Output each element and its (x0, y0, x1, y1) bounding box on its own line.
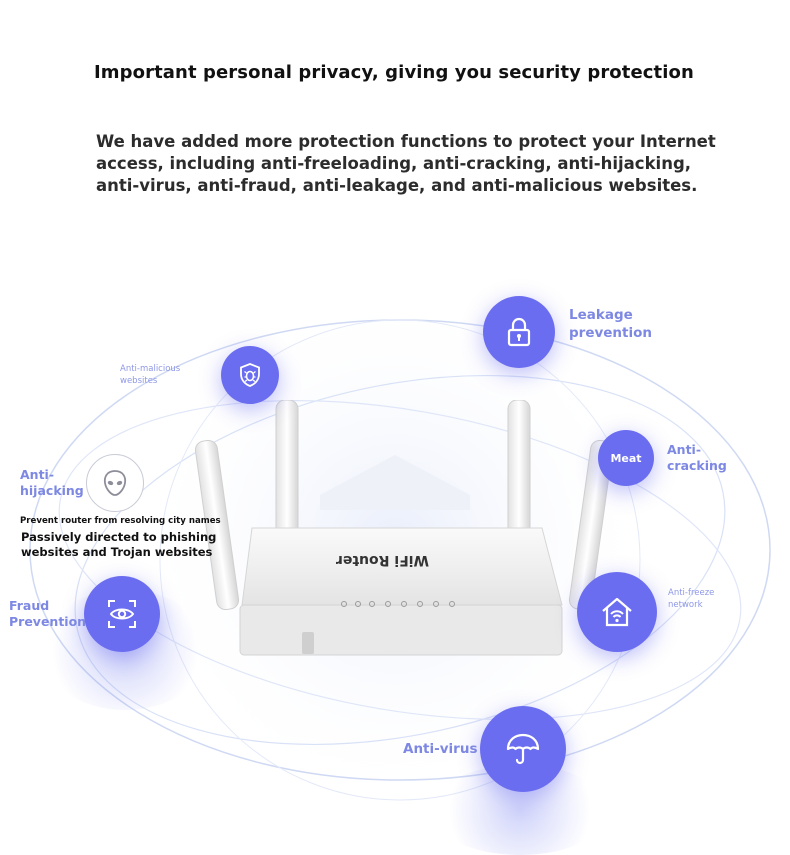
fraud-prevention-badge (84, 576, 160, 652)
anti-cracking-badge: Meat (598, 430, 654, 486)
wifi-router-image (194, 400, 610, 656)
hijack-note-city: Prevent router from resolving city names (20, 516, 221, 526)
anti-cracking-label: Anti- cracking (667, 442, 727, 474)
feature-illustration: WiFi Router Leakage prevention Anti-mali… (0, 260, 790, 855)
leakage-prevention-badge (483, 296, 555, 368)
leakage-prevention-label: Leakage prevention (569, 307, 653, 341)
page-title: Important personal privacy, giving you s… (94, 62, 694, 83)
alien-face-icon (103, 470, 127, 496)
anti-freeze-badge (577, 572, 657, 652)
umbrella-icon (506, 733, 540, 765)
anti-virus-label: Anti-virus (403, 741, 478, 757)
anti-freeze-label: Anti-freeze network (668, 588, 715, 610)
page-description: We have added more protection functions … (96, 132, 716, 195)
anti-hijacking-badge (86, 454, 144, 512)
anti-virus-badge (480, 706, 566, 792)
eye-scan-icon (108, 600, 136, 628)
shield-bug-icon (240, 363, 260, 387)
anti-malicious-label: Anti-malicious websites (120, 364, 181, 386)
router-brand-label: WiFi Router (336, 552, 429, 568)
home-wifi-icon (602, 597, 632, 627)
lock-icon (507, 317, 531, 347)
anti-hijacking-label: Anti- hijacking (20, 467, 84, 499)
meat-text: Meat (610, 451, 642, 465)
hijack-note-phishing: Passively directed to phishing websites … (21, 530, 217, 559)
anti-malicious-badge (221, 346, 279, 404)
fraud-prevention-label: Fraud Prevention (9, 598, 87, 630)
